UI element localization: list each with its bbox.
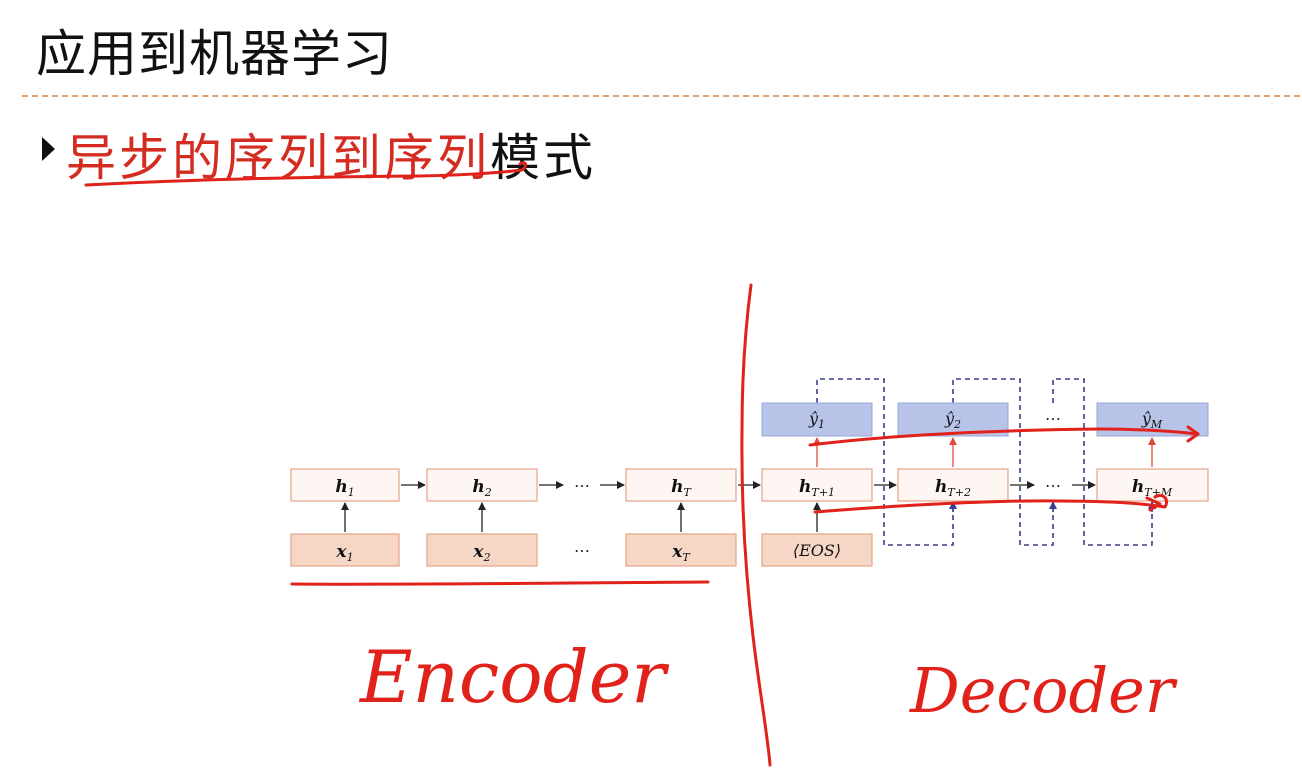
decoder-output-label-2: ŷ2	[944, 409, 961, 431]
feedback-loops	[816, 378, 1153, 546]
ink-output-arrow	[808, 427, 1200, 447]
feedback-loop-1	[816, 378, 954, 546]
decoder-hidden-box-3	[1096, 468, 1209, 502]
encoder-hidden-label-2: h2	[472, 477, 491, 499]
encoder-hidden-label-1: h1	[335, 477, 354, 499]
decoder-output-box-1	[761, 402, 873, 437]
ink-encoder-underline	[290, 580, 710, 586]
ink-annotations	[84, 161, 1200, 767]
decoder-hidden-label-3: hT+M	[1132, 477, 1173, 499]
decoder-handwritten-label: Decoder	[909, 654, 1178, 727]
slide-title: 应用到机器学习	[36, 25, 393, 83]
decoder-start-token: ⟨EOS⟩	[793, 541, 841, 560]
decoder-output-ellipsis: ⋯	[1045, 409, 1061, 428]
encoder-arrows	[341, 481, 761, 532]
title-divider	[22, 95, 1300, 97]
ink-hidden-arrowhead	[1145, 496, 1162, 512]
decoder-hidden-box-2	[897, 468, 1009, 502]
encoder-input-box-3	[625, 533, 737, 567]
encoder-hidden-box-3	[625, 468, 737, 502]
feedback-loop-2	[952, 378, 1054, 546]
encoder: h1 h2 hT x1 x2 xT ⋯ ⋯	[290, 468, 761, 567]
encoder-input-ellipsis: ⋯	[574, 541, 590, 560]
bullet-rest-text: 模式	[490, 129, 596, 187]
ink-hidden-arrow	[813, 493, 1169, 514]
ink-output-arrowhead	[1186, 425, 1200, 443]
encoder-hidden-box-1	[290, 468, 400, 502]
decoder-output-label-3: ŷM	[1141, 409, 1163, 431]
decoder-start-box	[761, 533, 873, 567]
encoder-input-box-2	[426, 533, 538, 567]
encoder-input-label-3: xT	[671, 542, 691, 564]
encoder-input-box-1	[290, 533, 400, 567]
ink-divider-line	[740, 283, 772, 767]
decoder-hidden-label-2: hT+2	[935, 477, 971, 499]
decoder-hidden-ellipsis: ⋯	[1045, 476, 1061, 495]
decoder-output-label-1: ŷ1	[808, 409, 825, 431]
encoder-input-label-2: x2	[472, 542, 490, 564]
decoder-hidden-label-1: hT+1	[799, 477, 835, 499]
decoder-arrows	[813, 481, 1096, 532]
bullet-triangle-icon	[42, 137, 55, 161]
encoder-hidden-label-3: hT	[671, 477, 692, 499]
encoder-hidden-ellipsis: ⋯	[574, 476, 590, 495]
decoder-output-arrows	[813, 437, 1156, 467]
decoder: ŷ1 ŷ2 ŷM hT+1 hT+2 hT+M ⟨EOS⟩ ⋯ ⋯	[761, 402, 1209, 567]
ink-title-underline	[84, 161, 528, 187]
encoder-input-label-1: x1	[335, 542, 353, 564]
feedback-loop-3	[1052, 378, 1153, 546]
encoder-hidden-box-2	[426, 468, 538, 502]
encoder-handwritten-label: Encoder	[358, 635, 669, 719]
decoder-hidden-box-1	[761, 468, 873, 502]
